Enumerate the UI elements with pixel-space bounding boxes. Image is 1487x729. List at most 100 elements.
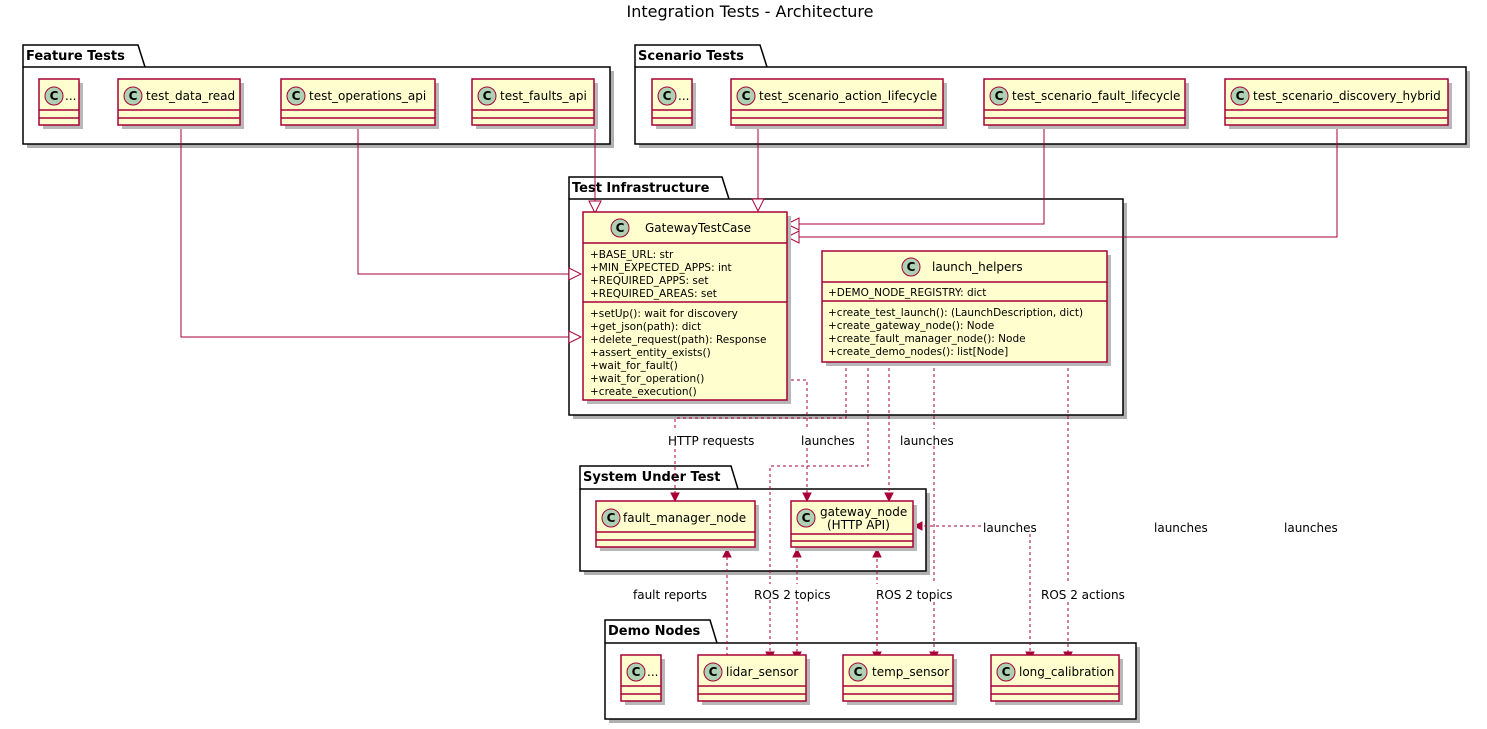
class-icon <box>123 86 143 106</box>
edge-label-ros2-topics: ROS 2 topics <box>876 588 953 602</box>
class-launch-helpers[interactable]: C launch_helpers +DEMO_NODE_REGISTRY: di… <box>821 250 1111 366</box>
inheritance-edge <box>180 129 569 338</box>
class-method: +setUp(): wait for discovery <box>590 308 738 320</box>
class-method: +wait_for_fault() <box>590 360 678 372</box>
class-icon-letter: C <box>854 665 863 679</box>
class-name: launch_helpers <box>932 260 1023 274</box>
class-gateway-node[interactable]: C gateway_node (HTTP API) <box>790 500 917 551</box>
class-field: +DEMO_NODE_REGISTRY: dict <box>828 287 986 299</box>
class-method: +create_test_launch(): (LaunchDescriptio… <box>828 307 1083 319</box>
class-test-scenario-action-lifecycle[interactable]: C test_scenario_action_lifecycle <box>730 78 947 129</box>
class-gateway-test-case[interactable]: C GatewayTestCase +BASE_URL: str +MIN_EX… <box>582 211 791 404</box>
class-name: GatewayTestCase <box>645 221 751 235</box>
class-name: ... <box>647 665 658 679</box>
class-name: test_scenario_discovery_hybrid <box>1253 89 1441 103</box>
arrowhead <box>912 521 923 531</box>
inheritance-edge <box>799 129 1338 238</box>
class-icon-letter: C <box>483 89 492 103</box>
class-icon <box>286 86 306 106</box>
class-icon <box>848 662 868 682</box>
class-name: test_faults_api <box>500 89 587 103</box>
class-demo-ellipsis[interactable]: C ... <box>620 654 665 705</box>
class-field: +BASE_URL: str <box>590 249 674 261</box>
launches-edge <box>918 525 1031 656</box>
class-icon <box>796 508 816 528</box>
class-icon <box>1230 86 1250 106</box>
class-icon-letter: C <box>616 221 625 235</box>
class-method: +create_execution() <box>590 386 697 398</box>
class-icon-letter: C <box>50 89 59 103</box>
inheritance-arrowhead <box>785 217 800 231</box>
package-title: Test Infrastructure <box>572 181 710 196</box>
class-name: ... <box>65 89 76 103</box>
class-name: test_scenario_action_lifecycle <box>759 89 937 103</box>
class-test-scenario-fault-lifecycle[interactable]: C test_scenario_fault_lifecycle <box>983 78 1189 129</box>
arrowhead <box>722 547 732 558</box>
inheritance-arrowhead <box>588 200 602 215</box>
class-icon <box>610 218 630 238</box>
class-test-faults-api[interactable]: C test_faults_api <box>471 78 598 129</box>
class-temp-sensor[interactable]: C temp_sensor <box>842 654 957 705</box>
edge-label-launches: launches <box>1154 521 1208 535</box>
class-field: +REQUIRED_APPS: set <box>590 275 708 287</box>
inheritance-arrowhead <box>785 230 800 244</box>
class-test-scenario-discovery-hybrid[interactable]: C test_scenario_discovery_hybrid <box>1224 78 1452 129</box>
class-icon-letter: C <box>995 89 1004 103</box>
edge-label-http-requests: HTTP requests <box>668 434 754 448</box>
inheritance-arrowhead <box>568 330 583 344</box>
edge-label-ros2-actions: ROS 2 actions <box>1041 588 1125 602</box>
class-icon-letter: C <box>632 665 641 679</box>
edge-labels: HTTP requests launches launches launches… <box>633 429 1338 602</box>
class-scenario-ellipsis[interactable]: C ... <box>651 78 696 129</box>
class-icon-letter: C <box>1236 89 1245 103</box>
class-name: long_calibration <box>1019 665 1114 679</box>
arrowhead <box>884 492 894 503</box>
class-icon <box>657 86 677 106</box>
class-method: +delete_request(path): Response <box>590 334 766 346</box>
class-name: ... <box>678 89 689 103</box>
edge-label-launches: launches <box>801 434 855 448</box>
class-icon <box>703 662 723 682</box>
class-icon <box>477 86 497 106</box>
package-title: System Under Test <box>583 470 720 485</box>
class-icon-letter: C <box>129 89 138 103</box>
class-field: +MIN_EXPECTED_APPS: int <box>590 262 732 274</box>
edges <box>180 129 1338 662</box>
package-title: Demo Nodes <box>608 624 701 639</box>
class-lidar-sensor[interactable]: C lidar_sensor <box>697 654 810 705</box>
class-icon <box>901 257 921 277</box>
class-method: +get_json(path): dict <box>590 321 701 333</box>
class-name: gateway_node <box>820 505 907 519</box>
class-icon <box>996 662 1016 682</box>
class-test-operations-api[interactable]: C test_operations_api <box>280 78 439 129</box>
edge-label-ros2-topics: ROS 2 topics <box>754 588 831 602</box>
class-fault-manager-node[interactable]: C fault_manager_node <box>595 500 759 551</box>
diagram-title: Integration Tests - Architecture <box>627 2 874 21</box>
class-icon <box>626 662 646 682</box>
class-icon-letter: C <box>742 89 751 103</box>
inheritance-edge <box>357 129 569 275</box>
arrowhead <box>670 492 680 503</box>
http-requests-edge <box>674 362 847 497</box>
class-feature-ellipsis[interactable]: C ... <box>38 78 83 129</box>
class-icon <box>989 86 1009 106</box>
class-name: lidar_sensor <box>726 665 798 679</box>
class-long-calibration[interactable]: C long_calibration <box>990 654 1123 705</box>
class-icon-letter: C <box>802 511 811 525</box>
class-name: fault_manager_node <box>623 511 746 525</box>
class-test-data-read[interactable]: C test_data_read <box>117 78 244 129</box>
edge-label-launches: launches <box>900 434 954 448</box>
class-method: +wait_for_operation() <box>590 373 704 385</box>
inheritance-arrowhead <box>568 267 583 281</box>
inheritance-arrowhead <box>751 198 765 213</box>
class-icon-letter: C <box>709 665 718 679</box>
class-method: +create_fault_manager_node(): Node <box>828 333 1026 345</box>
package-title: Scenario Tests <box>638 49 744 64</box>
class-icon <box>736 86 756 106</box>
class-name-subtitle: (HTTP API) <box>827 518 890 532</box>
class-icon <box>44 86 64 106</box>
launches-edge <box>769 362 869 656</box>
class-name: temp_sensor <box>872 665 949 679</box>
